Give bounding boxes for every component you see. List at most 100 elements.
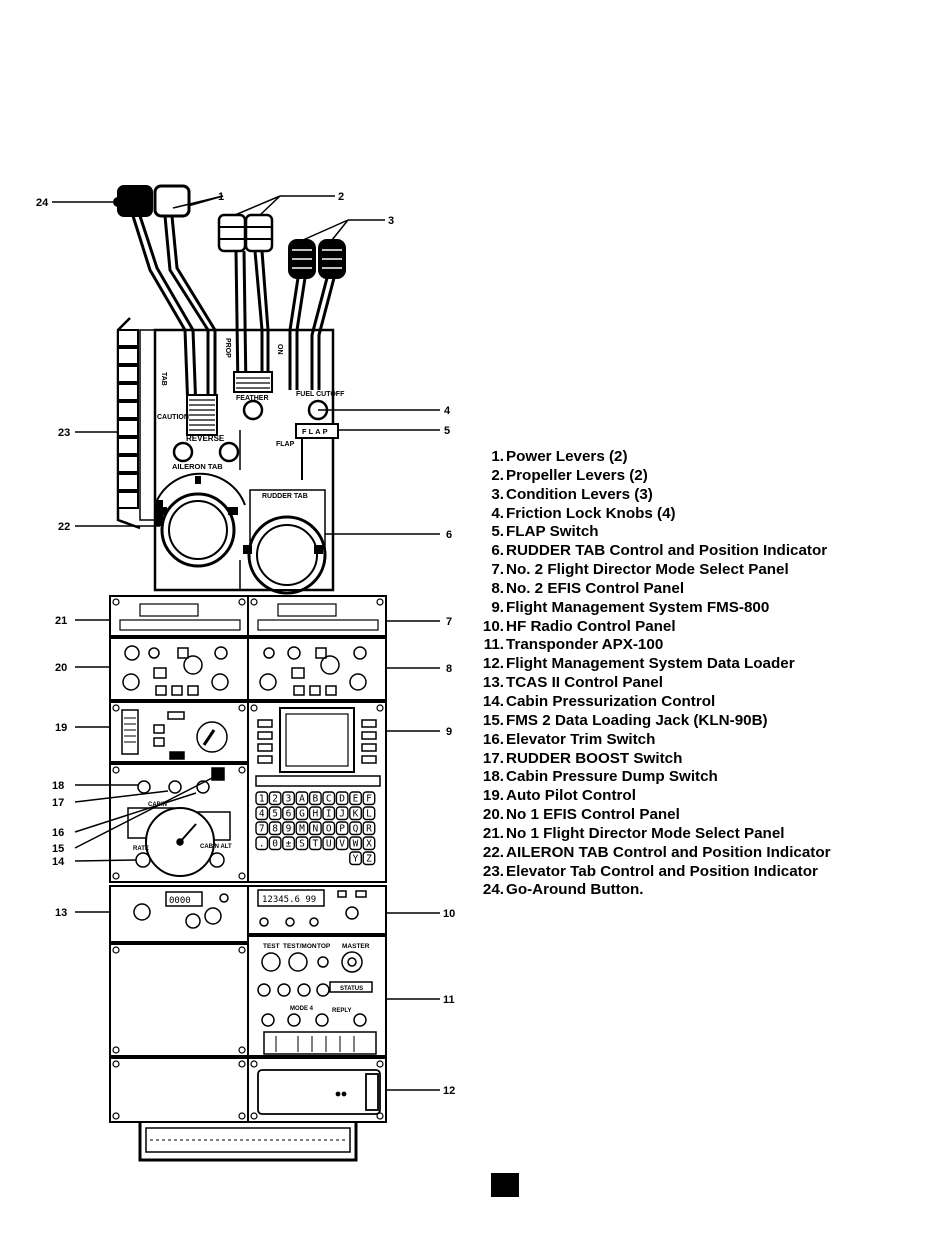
fms-key xyxy=(308,791,322,806)
fms-key-label: Z xyxy=(366,854,372,865)
callout-1: 1 xyxy=(218,191,224,203)
fms-key-label: H xyxy=(312,809,318,820)
fms-key xyxy=(362,791,376,806)
legend-number: 4. xyxy=(491,504,504,522)
fms-key-label: 7 xyxy=(259,824,265,835)
friction-lock-knob-1 xyxy=(242,399,264,421)
fms-key xyxy=(268,836,282,851)
fms-key-label: X xyxy=(366,839,372,850)
legend-number: 17. xyxy=(482,749,504,767)
fms-key xyxy=(362,821,376,836)
callout-18: 18 xyxy=(52,780,64,792)
fms-key xyxy=(335,836,349,851)
fms-key-label: 4 xyxy=(259,809,265,820)
aileron-tab-dial xyxy=(154,472,246,506)
legend-text: Transponder APX-100 xyxy=(506,636,664,654)
fms-key-label: E xyxy=(353,794,359,805)
label-test-mon: TEST/MON xyxy=(283,943,317,950)
label-cabin: CABIN xyxy=(148,802,167,808)
label-master: MASTER xyxy=(342,943,370,950)
legend-text: TCAS II Control Panel xyxy=(506,674,663,692)
callout-9: 9 xyxy=(446,726,452,738)
fms-key xyxy=(349,836,362,851)
legend-item: 1.Power Levers (2) xyxy=(482,448,942,467)
fms-key xyxy=(295,791,309,806)
callout-7: 7 xyxy=(446,616,452,628)
elevator-trim-switch xyxy=(196,780,210,794)
legend-text: AILERON TAB Control and Position Indicat… xyxy=(506,843,831,861)
fms-key-label: S xyxy=(299,839,305,850)
label-rate: RATE xyxy=(133,846,149,852)
legend-text: Cabin Pressure Dump Switch xyxy=(506,768,718,786)
callout-13: 13 xyxy=(55,907,67,919)
legend-item: 9.Flight Management System FMS-800 xyxy=(482,599,942,618)
go-around-button xyxy=(113,197,123,207)
fms-key xyxy=(322,806,336,821)
fms-key-label: C xyxy=(326,794,332,805)
fms-key-label: J xyxy=(339,809,345,820)
legend-item: 13.TCAS II Control Panel xyxy=(482,674,942,693)
legend-item: 22.AILERON TAB Control and Position Indi… xyxy=(482,844,942,863)
fms-key xyxy=(295,806,309,821)
fms-key-label: ± xyxy=(286,839,292,850)
legend-number: 8. xyxy=(491,579,504,597)
power-lever-grip-right xyxy=(153,184,191,218)
callout-11: 11 xyxy=(443,994,455,1006)
fms-800-panel xyxy=(255,707,381,787)
legend-text: Auto Pilot Control xyxy=(506,787,636,805)
legend-item: 3.Condition Levers (3) xyxy=(482,486,942,505)
legend-text: Flight Management System FMS-800 xyxy=(506,598,770,616)
fms-key-label: T xyxy=(312,839,318,850)
friction-lock-knob-4 xyxy=(218,441,240,463)
power-lever-grip-left xyxy=(117,185,153,217)
fms-key xyxy=(282,836,295,851)
label-mode4: MODE 4 xyxy=(290,1006,314,1012)
fms-key-label: B xyxy=(312,794,318,805)
cabin-dump-switch xyxy=(137,780,151,794)
fms-key-label: V xyxy=(339,839,345,850)
callout-16: 16 xyxy=(52,827,64,839)
fms-key-label: G xyxy=(299,809,305,820)
tcas-panel xyxy=(133,891,229,929)
fms-key xyxy=(255,821,269,836)
callout-14: 14 xyxy=(52,856,65,868)
label-flap: FLAP xyxy=(276,441,295,448)
legend-text: Flight Management System Data Loader xyxy=(506,655,795,673)
fms-key xyxy=(268,806,282,821)
elevator-tab-wheel xyxy=(116,317,163,530)
fms-key-label: R xyxy=(366,824,372,835)
legend-item: 4.Friction Lock Knobs (4) xyxy=(482,505,942,524)
fms-key xyxy=(282,791,295,806)
fms-key xyxy=(255,836,269,851)
legend-number: 16. xyxy=(482,730,504,748)
label-tab: TAB xyxy=(160,372,167,386)
power-levers xyxy=(113,184,217,411)
right-panel-stack xyxy=(247,595,387,1123)
callout-19: 19 xyxy=(55,722,67,734)
fms-key xyxy=(335,806,349,821)
fms-key-label: O xyxy=(326,824,332,835)
flap-switch-box xyxy=(295,423,339,439)
console-labels: REVERSE CAUTION AILERON TAB RUDDER TAB F… xyxy=(133,338,370,1014)
fms-key xyxy=(308,806,322,821)
fms-key-label: L xyxy=(366,809,372,820)
legend-number: 12. xyxy=(482,655,504,673)
fms-key xyxy=(295,821,309,836)
fms-key xyxy=(322,791,336,806)
fms-key-label: N xyxy=(312,824,318,835)
legend-item: 12.Flight Management System Data Loader xyxy=(482,655,942,674)
legend-item: 2.Propeller Levers (2) xyxy=(482,467,942,486)
hf-radio-panel xyxy=(257,889,367,927)
legend-item: 17.RUDDER BOOST Switch xyxy=(482,750,942,769)
legend-item: 16.Elevator Trim Switch xyxy=(482,731,942,750)
legend-text: Cabin Pressurization Control xyxy=(506,692,716,710)
legend-number: 21. xyxy=(482,824,504,842)
fms-key-label: K xyxy=(353,809,359,820)
callout-5: 5 xyxy=(444,425,450,437)
legend-number: 23. xyxy=(482,862,504,880)
legend-text: Elevator Tab Control and Position Indica… xyxy=(506,862,818,880)
label-test: TEST xyxy=(263,943,280,950)
legend-item: 15.FMS 2 Data Loading Jack (KLN-90B) xyxy=(482,712,942,731)
legend-item: 19.Auto Pilot Control xyxy=(482,787,942,806)
legend-number: 9. xyxy=(491,598,504,616)
